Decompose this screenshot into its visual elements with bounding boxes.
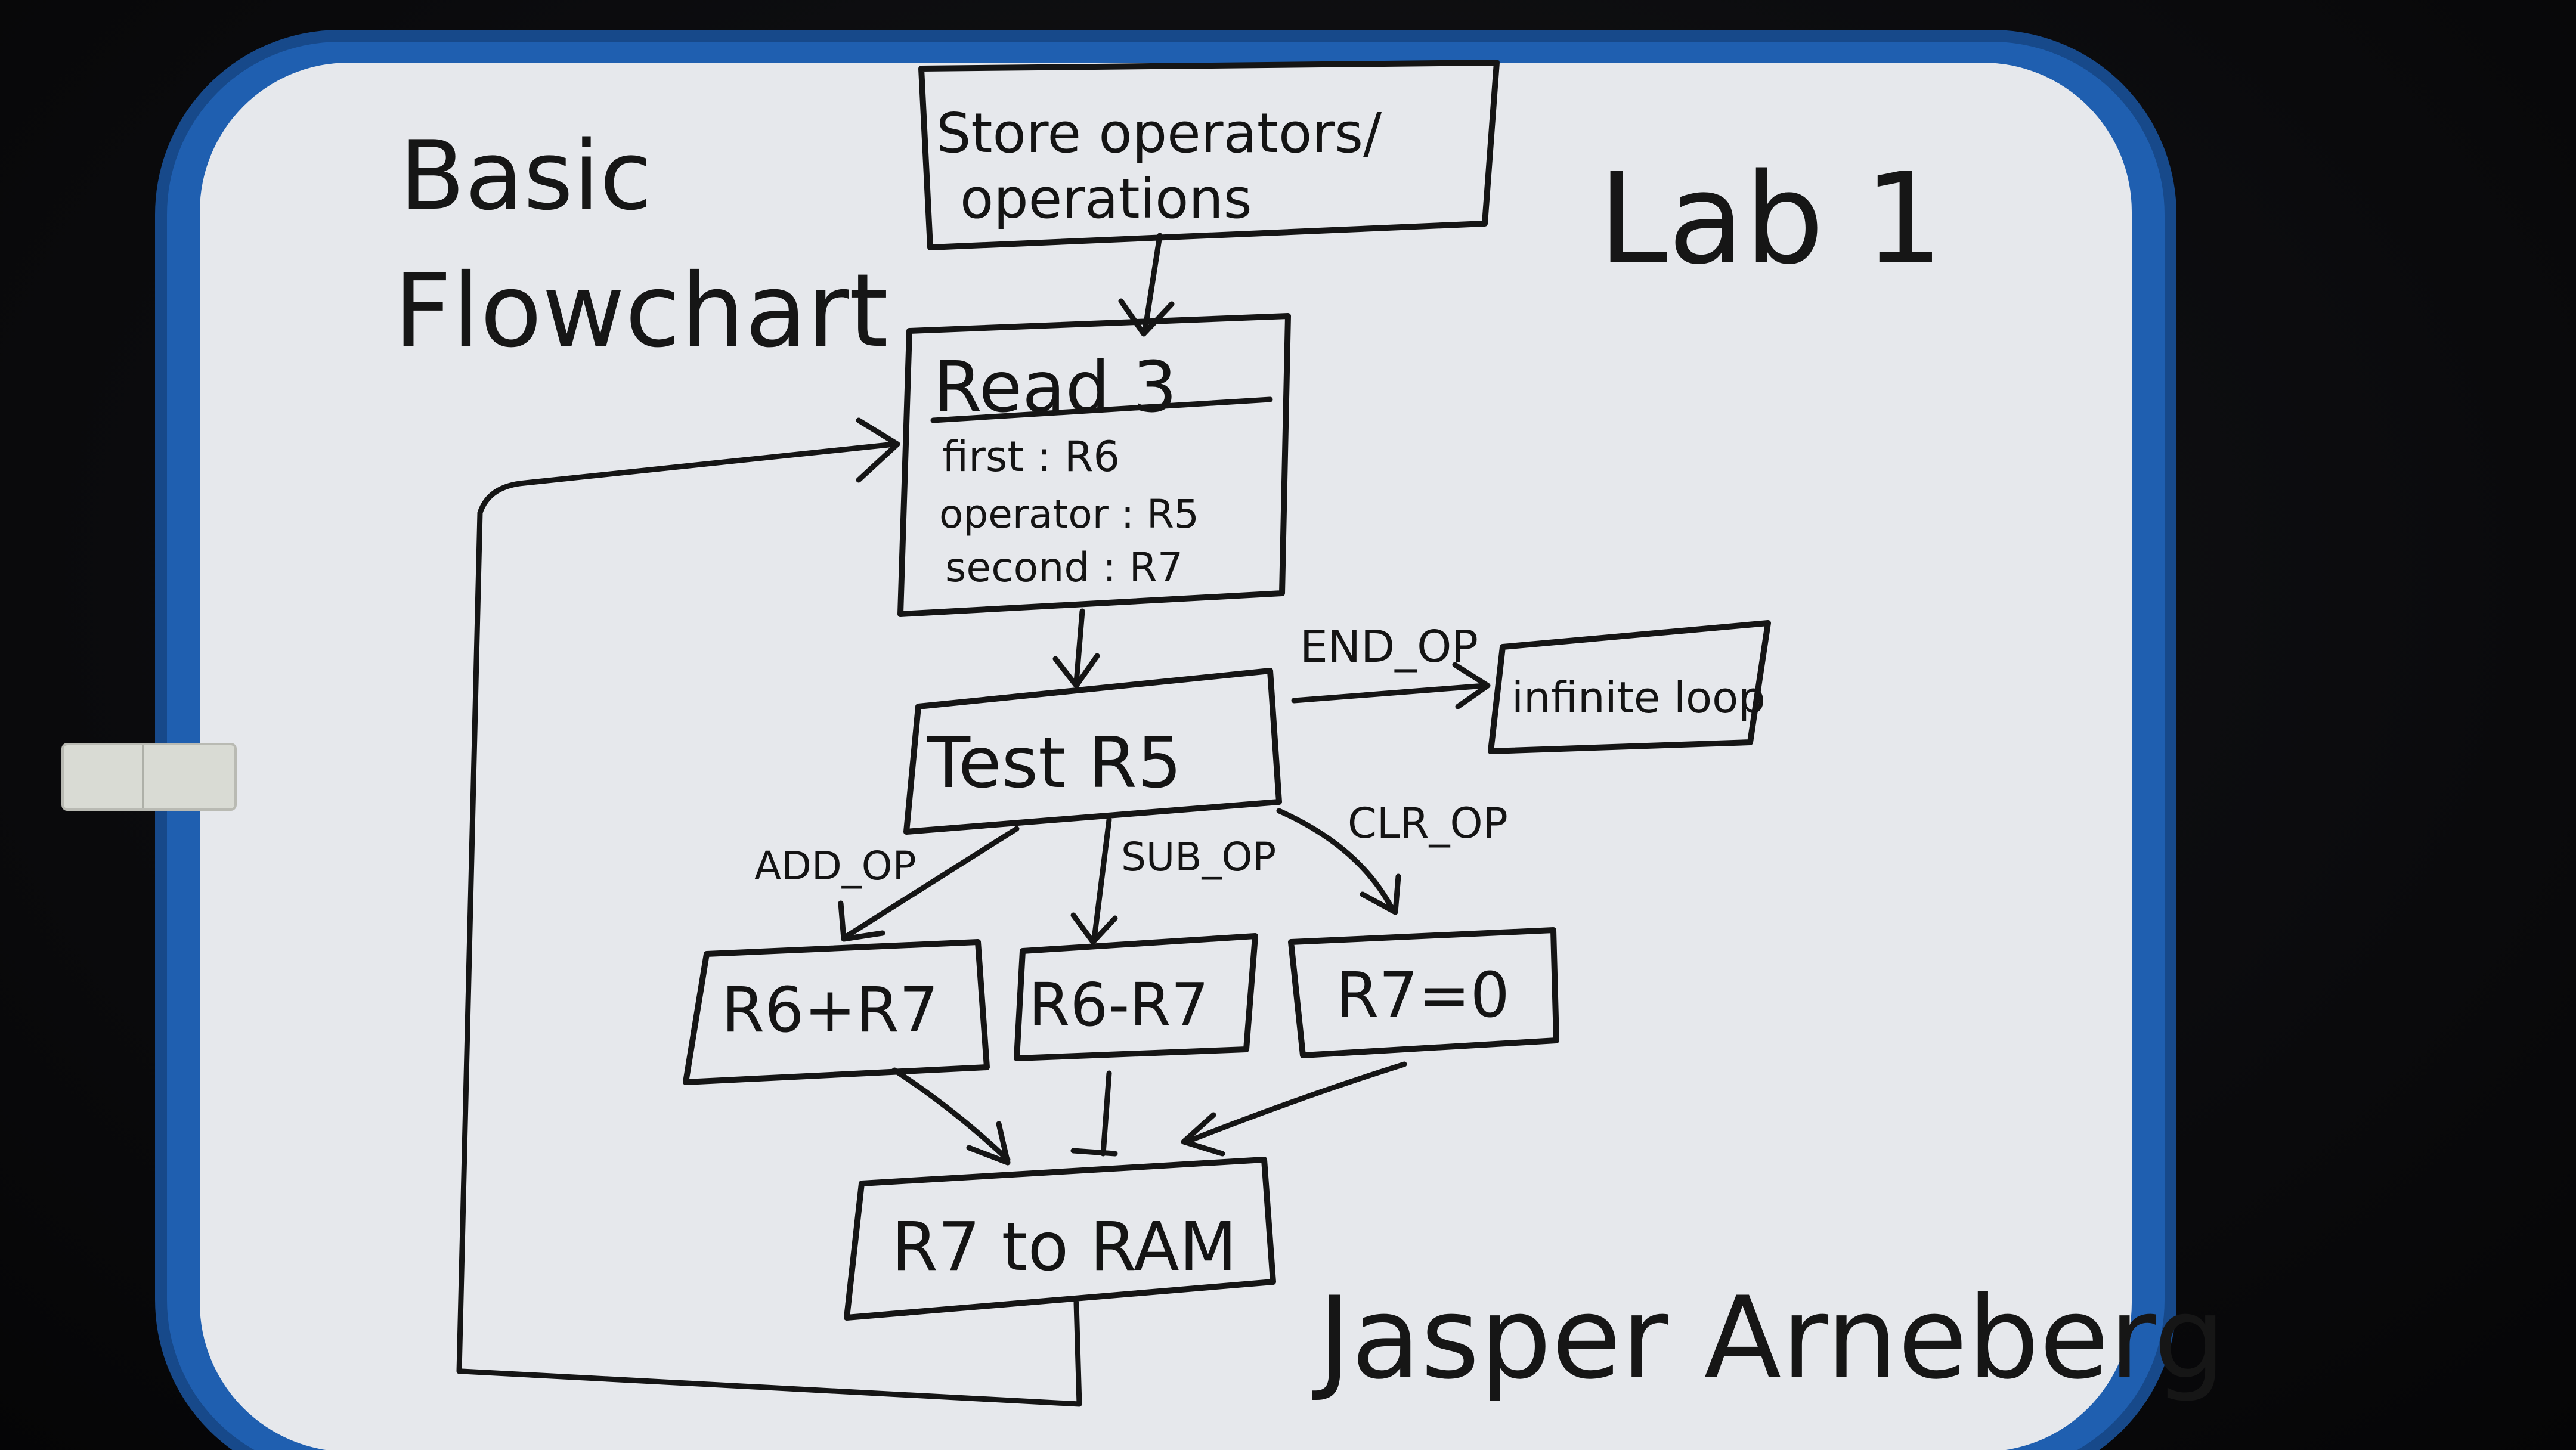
- node-store-line1: Store operators/: [936, 101, 1382, 165]
- node-infinite-label: infinite loop: [1512, 673, 1766, 723]
- board-clip: [61, 743, 237, 811]
- edge-ram-loop-read-arrowhead: [856, 417, 900, 483]
- node-clr-label: R7=0: [1336, 959, 1510, 1031]
- edge-test-clr-arrowhead: [1360, 873, 1401, 915]
- edge-sub-ram-arrowhead: [1070, 1148, 1118, 1157]
- title-basic: Basic: [400, 120, 652, 231]
- node-read-underline: [930, 396, 1273, 423]
- node-store-line2: operations: [960, 167, 1252, 231]
- edge-label-clr-op: CLR_OP: [1348, 799, 1508, 848]
- node-infinite-box: [1488, 620, 1771, 754]
- edge-test-add: [844, 826, 1020, 939]
- edge-test-infinite-arrowhead: [1452, 662, 1491, 709]
- title-flowchart: Flowchart: [394, 252, 888, 370]
- title-lab: Lab 1: [1598, 146, 1943, 292]
- edge-test-clr: [1276, 808, 1395, 912]
- edge-label-add-op: ADD_OP: [754, 843, 917, 889]
- edge-add-ram-arrowhead: [966, 1121, 1011, 1166]
- edge-ram-loop-read: [456, 441, 1082, 1407]
- edge-test-add-arrowhead: [838, 900, 886, 942]
- edge-test-infinite: [1291, 683, 1488, 704]
- node-sub-label: R6-R7: [1029, 970, 1209, 1040]
- edge-store-read: [1142, 233, 1163, 334]
- node-store-box: [918, 60, 1500, 250]
- node-read-box: [897, 313, 1291, 617]
- edge-test-sub-arrowhead: [1070, 912, 1118, 945]
- edge-clr-ram-arrowhead: [1181, 1112, 1225, 1157]
- edge-read-test-arrowhead: [1052, 653, 1100, 689]
- node-test-box: [903, 668, 1282, 835]
- node-read-operator: operator : R5: [939, 491, 1199, 537]
- edge-sub-ram: [1100, 1070, 1112, 1157]
- node-test-label: Test R5: [927, 721, 1182, 804]
- node-clr-box: [1288, 927, 1559, 1058]
- edge-store-read-arrowhead: [1118, 298, 1175, 337]
- node-read-first: first : R6: [942, 432, 1120, 481]
- edge-read-test: [1073, 608, 1085, 686]
- edge-add-ram: [891, 1067, 1011, 1163]
- node-sub-box: [1014, 933, 1258, 1061]
- edge-label-sub-op: SUB_OP: [1121, 834, 1276, 880]
- node-add-label: R6+R7: [722, 974, 939, 1046]
- author-signature: Jasper Arneberg: [1312, 1272, 2225, 1404]
- node-read-second: second : R7: [945, 544, 1183, 591]
- node-ram-box: [844, 1157, 1276, 1321]
- node-ram-label: R7 to RAM: [891, 1209, 1237, 1286]
- edge-clr-ram: [1184, 1061, 1407, 1145]
- node-add-box: [683, 939, 990, 1085]
- edge-test-sub: [1091, 817, 1112, 942]
- whiteboard-surface: [200, 63, 2132, 1450]
- edge-label-end-op: END_OP: [1300, 621, 1478, 673]
